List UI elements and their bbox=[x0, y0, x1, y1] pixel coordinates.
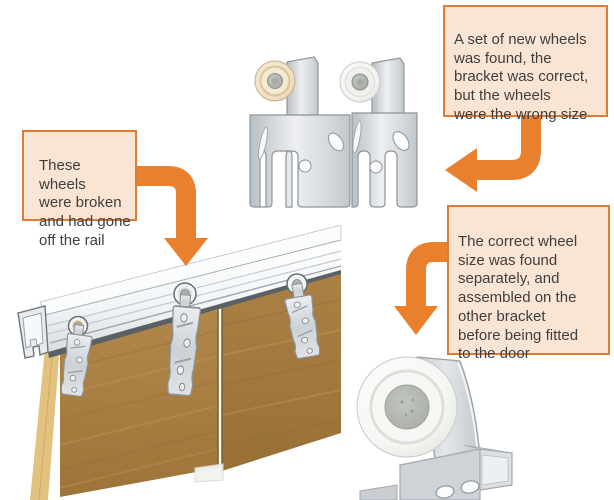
bracket-right bbox=[339, 57, 418, 208]
hanger-b bbox=[164, 282, 202, 398]
bracket-pair-illustration bbox=[249, 56, 418, 208]
hanger-a bbox=[58, 315, 93, 398]
arrow-wrong-size bbox=[445, 114, 541, 192]
rail-end-cap bbox=[17, 305, 49, 359]
callout-wrong-size-wheels: A set of new wheels was found, the brack… bbox=[443, 5, 608, 123]
hanger-c bbox=[283, 273, 323, 361]
new-wheel-right bbox=[339, 61, 381, 103]
wheel-closeup-illustration bbox=[356, 356, 513, 500]
callout-broken-wheels: These wheels were broken and had gone of… bbox=[22, 130, 137, 249]
closeup-wheel bbox=[356, 356, 458, 458]
bracket-left bbox=[249, 56, 351, 208]
callout-broken-wheels-text: These wheels were broken and had gone of… bbox=[39, 156, 131, 249]
arrow-broken-wheels bbox=[136, 166, 208, 266]
callout-correct-wheel-text: The correct wheel size was found separat… bbox=[458, 232, 579, 363]
rail-doors-illustration bbox=[17, 225, 342, 500]
callout-wrong-size-wheels-text: A set of new wheels was found, the brack… bbox=[454, 30, 589, 123]
callout-correct-wheel: The correct wheel size was found separat… bbox=[447, 205, 610, 362]
new-wheel-left bbox=[254, 60, 296, 102]
floor-guide bbox=[194, 463, 224, 483]
arrow-correct-wheel bbox=[394, 242, 449, 335]
